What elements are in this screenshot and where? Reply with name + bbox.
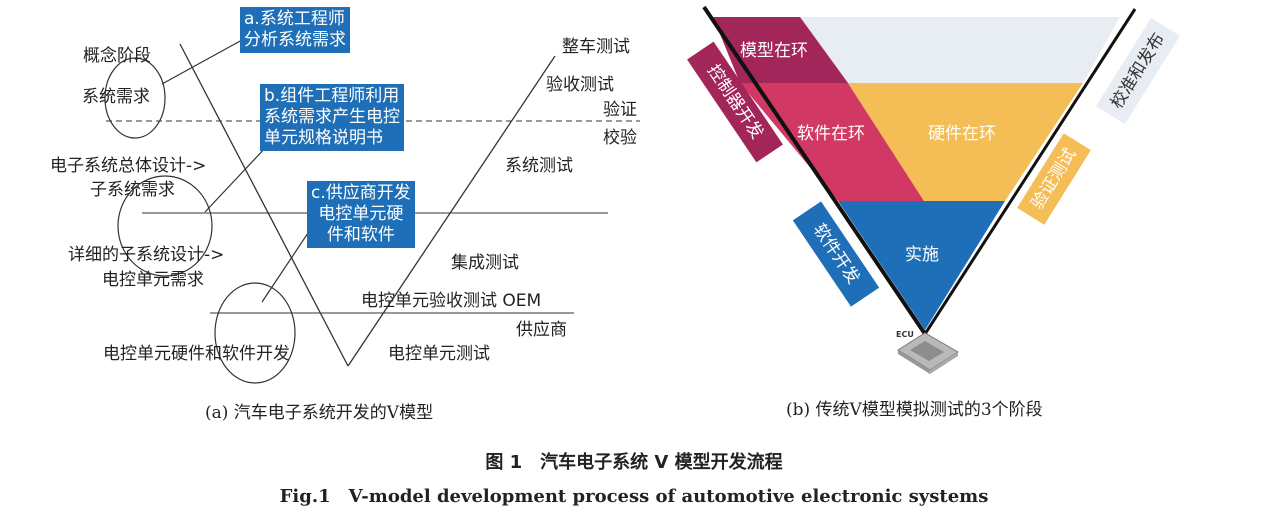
region-mil [713, 17, 848, 83]
calibration-tab [1096, 17, 1180, 125]
figure-title-cn: 图 1 汽车电子系统 V 模型开发流程 [485, 452, 783, 473]
callout-a-line2: 分析系统需求 [244, 30, 346, 50]
region-label-impl: 实施 [905, 245, 939, 265]
ecu-chip-icon [897, 332, 959, 374]
v-right-arm [347, 55, 556, 367]
label-overall-design-2: 子系统需求 [90, 180, 175, 200]
callout-c-line2: 电控单元硬 [318, 204, 404, 224]
region-label-hil: 硬件在环 [928, 124, 996, 144]
label-detail-design-2: 电控单元需求 [102, 270, 204, 290]
caption-b: (b) 传统V模型模拟测试的3个阶段 [786, 400, 1043, 420]
triangle-left-edge [702, 5, 927, 336]
ecu-chip-label: ECU [896, 330, 914, 339]
callout-b: b.组件工程师利用 系统需求产生电控 单元规格说明书 [260, 84, 404, 151]
callout-b-line3: 单元规格说明书 [264, 128, 383, 148]
label-overall-design-1: 电子系统总体设计-> [50, 156, 207, 176]
callout-a-line1: a.系统工程师 [244, 9, 345, 29]
label-ecu-test: 电控单元测试 [388, 344, 490, 364]
label-ecu-acceptance-oem: 电控单元验收测试 OEM [361, 291, 542, 311]
label-vehicle-test: 整车测试 [562, 37, 630, 57]
region-hil [848, 83, 1083, 201]
callout-a: a.系统工程师 分析系统需求 [240, 7, 350, 53]
label-validation: 验证 [603, 100, 637, 120]
ecu-dev-ellipse [214, 282, 296, 384]
region-label-mil: 模型在环 [740, 41, 808, 61]
callout-b-line1: b.组件工程师利用 [264, 86, 400, 106]
label-detail-design-1: 详细的子系统设计-> [68, 245, 225, 265]
label-system-test: 系统测试 [505, 156, 573, 176]
callout-c: c.供应商开发 电控单元硬 件和软件 [307, 181, 415, 248]
v-left-arm [179, 43, 349, 367]
callout-c-line3: 件和软件 [326, 225, 395, 245]
v-triangle [687, 5, 1180, 374]
caption-a: (a) 汽车电子系统开发的V模型 [205, 403, 434, 423]
callout-b-line2: 系统需求产生电控 [264, 107, 400, 127]
label-integration-test: 集成测试 [451, 253, 519, 273]
software-dev-tab [792, 201, 880, 307]
callout-c-line1: c.供应商开发 [311, 183, 411, 203]
system-req-ellipse [104, 57, 166, 139]
figure-title-en: Fig.1 V-model development process of aut… [279, 486, 989, 507]
label-acceptance-test: 验收测试 [546, 75, 614, 95]
controller-dev-tab [687, 41, 783, 163]
callout-a-leader [161, 39, 243, 85]
triangle-right-edge [923, 8, 1137, 335]
verification-test-tab [1017, 133, 1091, 225]
region-sil [740, 83, 924, 201]
label-hw-sw-dev: 电控单元硬件和软件开发 [103, 344, 290, 364]
label-supplier: 供应商 [516, 320, 567, 340]
label-concept-phase: 概念阶段 [83, 46, 151, 66]
label-verification: 校验 [603, 128, 637, 148]
v-model-lines [104, 39, 640, 384]
region-label-sil: 软件在环 [797, 124, 865, 144]
subsystem-ellipse [117, 175, 213, 277]
region-impl [838, 201, 1005, 330]
label-system-requirements: 系统需求 [82, 87, 150, 107]
